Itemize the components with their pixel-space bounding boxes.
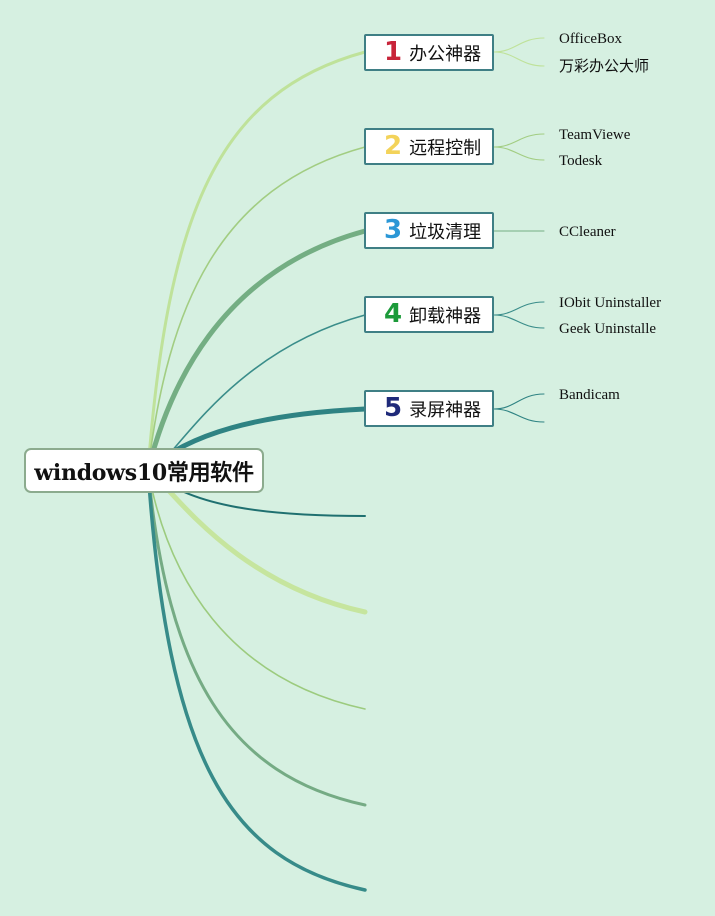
leaf-connector-1-2 xyxy=(493,51,545,67)
leaf-connector-4-1 xyxy=(493,301,545,316)
empty-branch-connector-5 xyxy=(146,468,367,892)
leaf-connector-2-2 xyxy=(493,146,545,161)
branch-topic-1[interactable]: 1 办公神器 xyxy=(364,34,494,71)
subtopic-bandicam[interactable]: Bandicam xyxy=(559,387,620,403)
root-topic-label: windows10常用软件 xyxy=(34,459,254,486)
branch-topic-label: 远程控制 xyxy=(409,137,482,159)
empty-branch-connector-3 xyxy=(147,469,366,710)
branch-topic-2[interactable]: 2 远程控制 xyxy=(364,128,494,165)
branch-topic-5[interactable]: 5 录屏神器 xyxy=(364,390,494,427)
subtopic-iobit[interactable]: IObit Uninstaller xyxy=(559,295,662,311)
number-2-icon: 2 xyxy=(384,130,403,161)
empty-branch-connector-4 xyxy=(146,468,367,807)
branch-connector-3 xyxy=(145,228,368,473)
subtopic-ccleaner[interactable]: CCleaner xyxy=(559,224,616,240)
branch-connector-1 xyxy=(146,50,367,472)
number-1-icon: 1 xyxy=(384,36,403,67)
branch-topic-label: 录屏神器 xyxy=(409,399,482,421)
root-topic[interactable]: windows10常用软件 xyxy=(24,448,264,493)
leaf-connector-5-2 xyxy=(493,408,545,423)
branch-topic-3[interactable]: 3 垃圾清理 xyxy=(364,212,494,249)
subtopic-wancai[interactable]: 万彩办公大师 xyxy=(559,59,650,75)
branch-topic-label: 办公神器 xyxy=(409,43,482,65)
leaf-connector-2-1 xyxy=(493,133,545,148)
leaf-connector-1-1 xyxy=(493,37,545,53)
number-4-icon: 4 xyxy=(384,298,403,329)
subtopic-geek[interactable]: Geek Uninstalle xyxy=(559,321,657,337)
leaf-connector-4-2 xyxy=(493,314,545,329)
leaf-connector-5-1 xyxy=(493,393,545,410)
branch-connector-2 xyxy=(147,146,366,471)
subtopic-todesk[interactable]: Todesk xyxy=(559,153,603,169)
branch-topic-label: 垃圾清理 xyxy=(409,221,482,243)
subtopic-teamviewer[interactable]: TeamViewe xyxy=(559,127,631,143)
number-5-icon: 5 xyxy=(384,392,403,423)
number-3-icon: 3 xyxy=(384,214,403,245)
branch-topic-label: 卸载神器 xyxy=(409,305,482,327)
branch-topic-4[interactable]: 4 卸载神器 xyxy=(364,296,494,333)
subtopic-officebox[interactable]: OfficeBox xyxy=(559,31,623,47)
